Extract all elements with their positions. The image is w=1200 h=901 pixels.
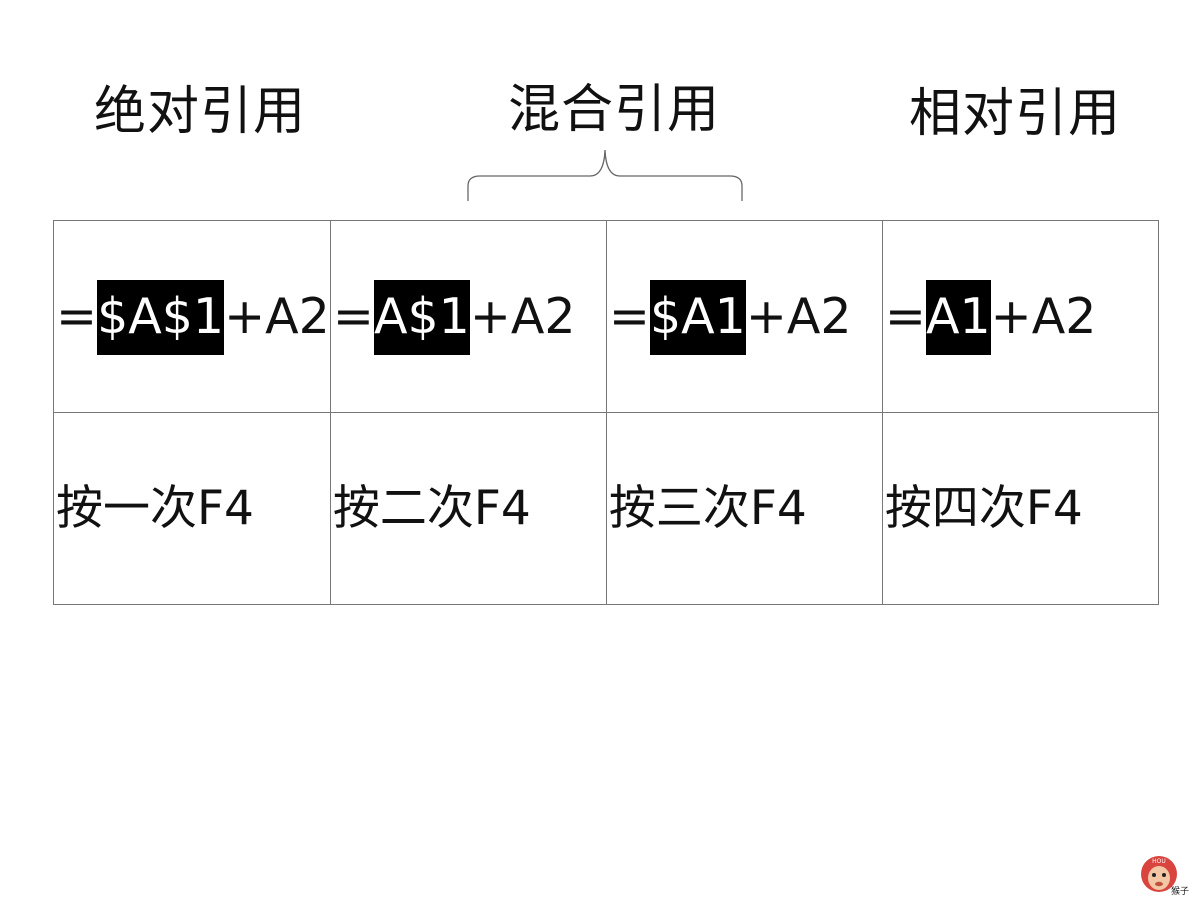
heading-relative-reference: 相对引用	[909, 84, 1122, 144]
press-count-text: 按一次F4	[56, 481, 254, 536]
formula-cell: =$A1+A2	[605, 220, 883, 413]
formula-prefix: =	[332, 288, 374, 345]
press-cell: 按二次F4	[329, 412, 607, 605]
formula-highlight: A$1	[373, 280, 470, 355]
formula-text: =$A1+A2	[607, 280, 852, 355]
press-cell: 按四次F4	[881, 412, 1159, 605]
curly-brace-icon	[467, 149, 743, 201]
press-count-text: 按二次F4	[332, 481, 531, 536]
press-cell: 按一次F4	[53, 412, 331, 605]
formula-cell: =A1+A2	[881, 220, 1159, 413]
formula-suffix: +A2	[990, 288, 1097, 345]
press-count-text: 按三次F4	[608, 481, 807, 536]
formula-highlight: $A1	[649, 280, 746, 355]
formula-prefix: =	[884, 288, 926, 345]
formula-text: =A1+A2	[883, 280, 1097, 355]
press-row: 按一次F4 按二次F4 按三次F4 按四次F4	[53, 412, 1159, 605]
formula-suffix: +A2	[469, 288, 576, 345]
formula-text: =A$1+A2	[331, 280, 576, 355]
press-cell: 按三次F4	[605, 412, 883, 605]
heading-absolute-reference: 绝对引用	[94, 82, 307, 142]
formula-cell: =$A$1+A2	[53, 220, 331, 413]
formula-prefix: =	[608, 288, 650, 345]
press-count-text: 按四次F4	[884, 481, 1083, 536]
logo-badge-text: HOU	[1152, 858, 1166, 865]
monkey-logo-icon: HOU	[1141, 856, 1177, 892]
formula-suffix: +A2	[745, 288, 852, 345]
formula-text: =$A$1+A2	[54, 280, 330, 355]
formula-highlight: $A$1	[97, 280, 225, 355]
formula-suffix: +A2	[224, 288, 330, 345]
formula-highlight: A1	[925, 280, 991, 355]
formula-cell: =A$1+A2	[329, 220, 607, 413]
formula-prefix: =	[56, 288, 98, 345]
logo-label: 猴子	[1171, 887, 1190, 897]
heading-mixed-reference: 混合引用	[508, 80, 721, 140]
formula-row: =$A$1+A2 =A$1+A2 =$A1+A2 =A1+A2	[53, 220, 1159, 413]
reference-table: =$A$1+A2 =A$1+A2 =$A1+A2 =A1+A2 按一次F4 按二…	[53, 220, 1159, 605]
